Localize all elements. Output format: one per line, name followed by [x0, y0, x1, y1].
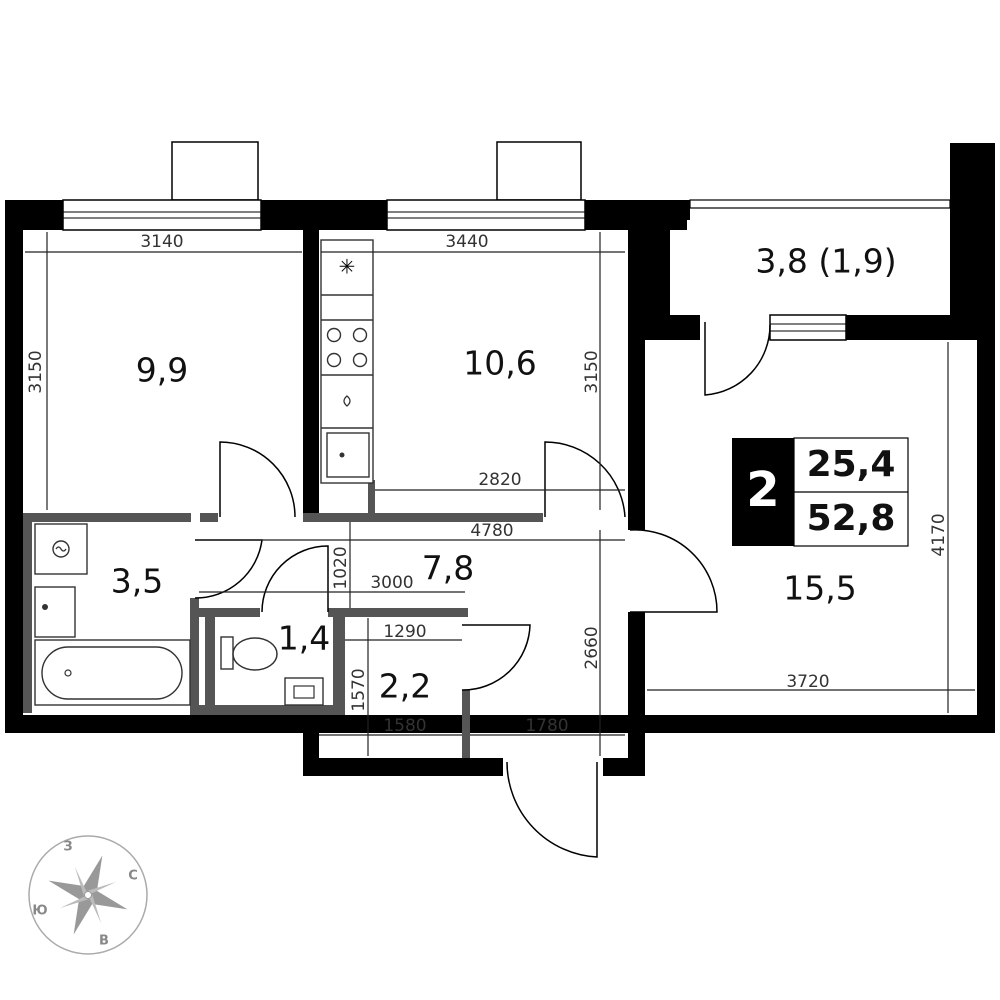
compass: З С В Ю	[28, 835, 148, 955]
windows	[62, 199, 951, 341]
bathroom-fixtures	[34, 523, 191, 706]
room-area-living: 15,5	[783, 569, 856, 608]
area-badge: 2 25,4 52,8	[732, 437, 909, 547]
toilet-sink-icon	[284, 677, 324, 706]
dishwasher-icon	[343, 395, 351, 407]
toilet-bowl-icon	[232, 637, 278, 671]
washbasin-icon	[34, 586, 76, 638]
dimension-label: 3140	[140, 232, 183, 252]
toilet-fixtures	[220, 636, 324, 706]
dimension-label: 1570	[349, 668, 369, 711]
total-area: 52,8	[807, 498, 896, 539]
room-area-toilet: 1,4	[278, 619, 330, 658]
dimension-label: 3440	[445, 232, 488, 252]
interior-walls	[23, 230, 645, 758]
dimension-label: 3150	[582, 350, 602, 393]
window-sills	[171, 141, 582, 201]
fridge-icon: ✳	[339, 255, 356, 279]
compass-north: С	[128, 869, 138, 884]
dimension-lines	[25, 232, 975, 756]
room-area-entry: 2,2	[379, 667, 431, 706]
compass-west: З	[63, 840, 72, 855]
dimension-label: 3000	[370, 573, 413, 593]
room-area-bathroom: 3,5	[111, 562, 163, 601]
dimension-labels: 3140 3440 3150 3150 2820 4780 1020 3000 …	[26, 232, 949, 736]
room-labels: 9,9 10,6 3,8 (1,9) 15,5 3,5 7,8 1,4 2,2	[111, 242, 897, 706]
dimension-label: 1020	[331, 546, 351, 589]
dimension-label: 1580	[383, 716, 426, 736]
exterior-walls	[5, 143, 995, 776]
room-area-kitchen: 10,6	[463, 344, 536, 383]
room-area-hallway: 7,8	[422, 549, 474, 588]
dimension-label: 1780	[525, 716, 568, 736]
room-area-bedroom: 9,9	[136, 351, 188, 390]
doors	[194, 322, 771, 858]
bathtub-icon	[34, 639, 191, 706]
dimension-label: 3150	[26, 350, 46, 393]
rooms-count: 2	[746, 462, 779, 518]
dimension-label: 2660	[582, 626, 602, 669]
dimension-label: 2820	[478, 470, 521, 490]
room-area-balcony: 3,8 (1,9)	[755, 242, 896, 281]
kitchen-sink-icon	[326, 432, 370, 478]
dimension-label: 3720	[786, 672, 829, 692]
kitchen-counter: ✳	[320, 239, 374, 484]
compass-east: В	[99, 934, 109, 949]
living-area: 25,4	[807, 444, 896, 485]
dimension-label: 4780	[470, 521, 513, 541]
dimension-label: 1290	[383, 622, 426, 642]
stove-icon	[326, 327, 368, 368]
compass-south: Ю	[32, 904, 47, 919]
dimension-label: 4170	[929, 513, 949, 556]
compass-rose-icon	[48, 855, 128, 935]
